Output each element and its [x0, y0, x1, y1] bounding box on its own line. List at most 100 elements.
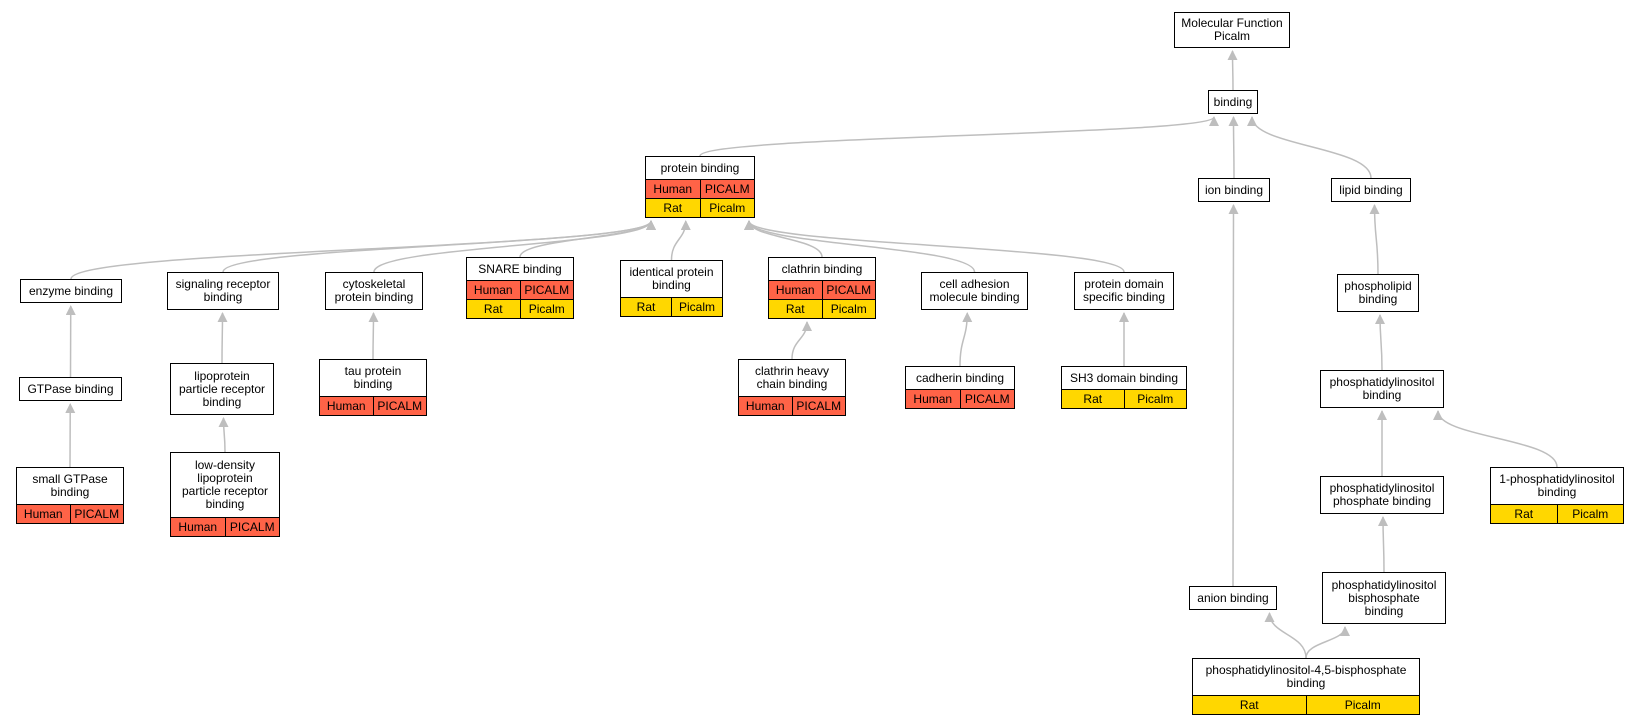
go-term-label: GTPase binding [27, 381, 114, 396]
species-cell: Human [745, 398, 785, 413]
go-term-label: clathrin heavy chain binding [754, 364, 830, 391]
go-term-gtpase[interactable]: GTPase binding [19, 377, 122, 401]
edge-phospholipid-to-lipid [1369, 204, 1380, 275]
gene-cell: PICALM [821, 281, 876, 299]
rat-annotation-row: Rat Picalm [621, 297, 722, 316]
edge-ptdinsbis-to-ptdinsphos [1378, 516, 1389, 573]
species-cell: Rat [1514, 506, 1534, 521]
species-cell: Rat [785, 301, 805, 316]
species-cell: Human [653, 181, 693, 196]
go-term-lipid[interactable]: lipid binding [1331, 178, 1411, 202]
go-term-label: identical protein binding [629, 265, 714, 292]
go-term-signaling[interactable]: signaling receptor binding [167, 272, 279, 310]
edge-binding-to-mf [1227, 50, 1238, 91]
go-term-label: binding [1213, 94, 1253, 109]
species-cell: Rat [1239, 697, 1259, 712]
edge-ldl-to-lipoprotein [218, 417, 229, 453]
species-cell: Rat [1083, 391, 1103, 406]
species-cell: Rat [636, 299, 656, 314]
go-term-phospholipid[interactable]: phospholipid binding [1337, 274, 1419, 312]
go-term-label: 1-phosphatidylinositol binding [1499, 472, 1615, 499]
edge-lipid-to-binding [1247, 116, 1372, 179]
species-cell: Rat [663, 200, 683, 215]
gene-cell: PICALM [372, 397, 427, 415]
go-term-ptdinsbis[interactable]: phosphatidylinositol bisphosphate bindin… [1322, 572, 1446, 624]
go-term-ptdinsphos[interactable]: phosphatidylinositol phosphate binding [1320, 476, 1444, 514]
go-term-label: phosphatidylinositol-4,5-bisphosphate bi… [1205, 663, 1407, 690]
edge-anion-to-ion [1228, 204, 1239, 587]
go-term-binding[interactable]: binding [1208, 90, 1258, 114]
gene-cell: Picalm [671, 298, 722, 316]
go-term-ion[interactable]: ion binding [1198, 178, 1270, 202]
gene-cell: PICALM [519, 281, 574, 299]
go-term-label: lipid binding [1339, 182, 1403, 197]
go-term-label: protein domain specific binding [1082, 277, 1166, 304]
go-term-label: ion binding [1204, 182, 1264, 197]
go-term-pip2[interactable]: phosphatidylinositol-4,5-bisphosphate bi… [1192, 658, 1420, 715]
edge-snare-to-protein [519, 220, 656, 258]
edge-pip2-to-anion [1264, 612, 1307, 659]
go-term-label: signaling receptor binding [175, 277, 271, 304]
edge-ion-to-binding [1228, 116, 1239, 179]
go-term-label: SNARE binding [478, 261, 562, 276]
go-term-enzyme[interactable]: enzyme binding [20, 279, 122, 303]
human-annotation-row: Human PICALM [320, 396, 426, 415]
edge-cadherin-to-celladh [959, 312, 973, 367]
go-term-cytoskeletal[interactable]: cytoskeletal protein binding [325, 272, 423, 310]
species-cell: Human [23, 506, 63, 521]
go-term-anion[interactable]: anion binding [1189, 586, 1277, 610]
gene-cell: Picalm [519, 300, 574, 318]
go-term-ptdins[interactable]: phosphatidylinositol binding [1320, 370, 1444, 408]
go-term-ldl[interactable]: low-density lipoprotein particle recepto… [170, 452, 280, 537]
go-term-lipoprotein[interactable]: lipoprotein particle receptor binding [170, 363, 274, 415]
rat-annotation-row: Rat Picalm [646, 198, 754, 217]
go-term-protdomain[interactable]: protein domain specific binding [1074, 272, 1174, 310]
go-term-label: phosphatidylinositol binding [1329, 375, 1435, 402]
edge-celladh-to-protein [744, 220, 976, 273]
edge-clathrinheavy-to-clathrin [791, 321, 812, 360]
go-term-label: low-density lipoprotein particle recepto… [181, 458, 269, 511]
human-annotation-row: Human PICALM [906, 389, 1014, 408]
edge-protein-to-binding [699, 116, 1219, 157]
edge-protdomain-to-protein [744, 220, 1125, 273]
gene-cell: Picalm [821, 300, 876, 318]
gene-cell: Picalm [699, 199, 755, 217]
go-term-label: enzyme binding [28, 283, 114, 298]
edge-lipoprotein-to-signaling [217, 312, 228, 364]
species-cell: Human [473, 282, 513, 297]
go-term-label: Molecular Function Picalm [1181, 16, 1283, 43]
go-term-mf[interactable]: Molecular Function Picalm [1174, 12, 1290, 48]
go-term-label: cell adhesion molecule binding [929, 277, 1020, 304]
gene-cell: Picalm [1556, 505, 1624, 523]
go-term-label: phospholipid binding [1344, 279, 1412, 306]
gene-cell: PICALM [699, 180, 755, 198]
human-annotation-row: Human PICALM [646, 179, 754, 198]
gene-cell: Picalm [1123, 390, 1187, 408]
species-cell: Human [913, 391, 953, 406]
edge-signaling-to-protein [222, 220, 656, 273]
human-annotation-row: Human PICALM [467, 280, 573, 299]
gene-cell: PICALM [959, 390, 1015, 408]
species-cell: Human [775, 282, 815, 297]
edge-tau-to-cytoskeletal [368, 312, 379, 360]
rat-annotation-row: Rat Picalm [1491, 504, 1623, 523]
go-term-celladh[interactable]: cell adhesion molecule binding [921, 272, 1028, 310]
species-cell: Human [326, 398, 366, 413]
edge-pip2-to-ptdinsbis [1305, 626, 1350, 659]
